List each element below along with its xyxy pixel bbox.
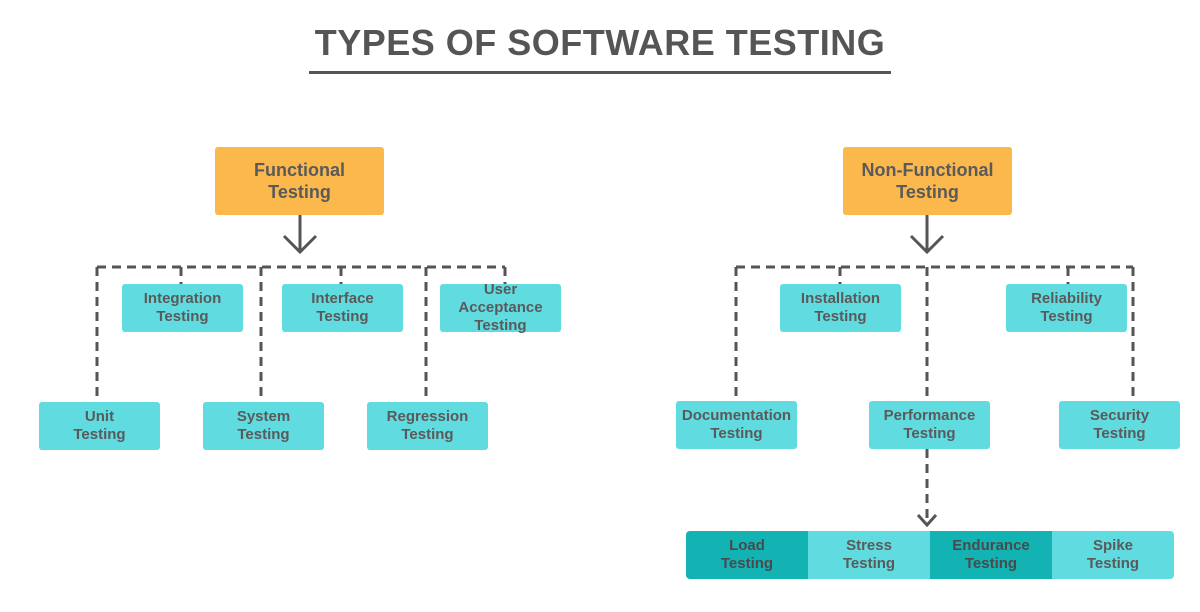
title-underline <box>309 71 891 74</box>
page-title: TYPES OF SOFTWARE TESTING <box>314 22 886 63</box>
performance-arrow-head <box>916 513 938 528</box>
functional-bracket <box>95 265 507 402</box>
functional-arrow-head <box>282 234 318 255</box>
nonfunctional-bracket <box>734 265 1135 520</box>
nonfunctional-arrow-head <box>909 234 945 255</box>
